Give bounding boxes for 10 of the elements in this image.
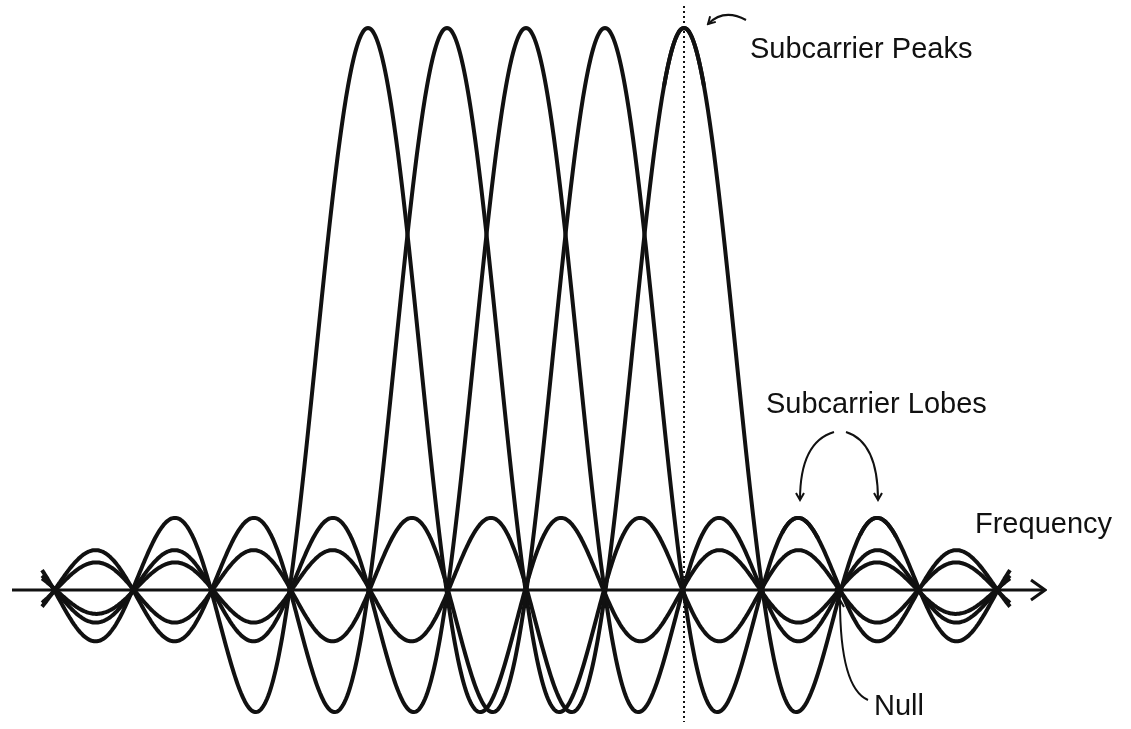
subcarrier-peak	[662, 25, 706, 87]
callout-label: Subcarrier Peaks	[750, 33, 973, 65]
leader-arrow	[845, 431, 883, 501]
leader-arrow	[707, 13, 747, 25]
subcarrier-lobe	[858, 515, 898, 538]
callout-label: Null	[874, 690, 924, 722]
leader-arrow	[795, 431, 835, 501]
callout-label: Subcarrier Lobes	[766, 388, 987, 420]
axis-label: Frequency	[975, 508, 1112, 540]
subcarrier-lobe	[780, 515, 820, 540]
